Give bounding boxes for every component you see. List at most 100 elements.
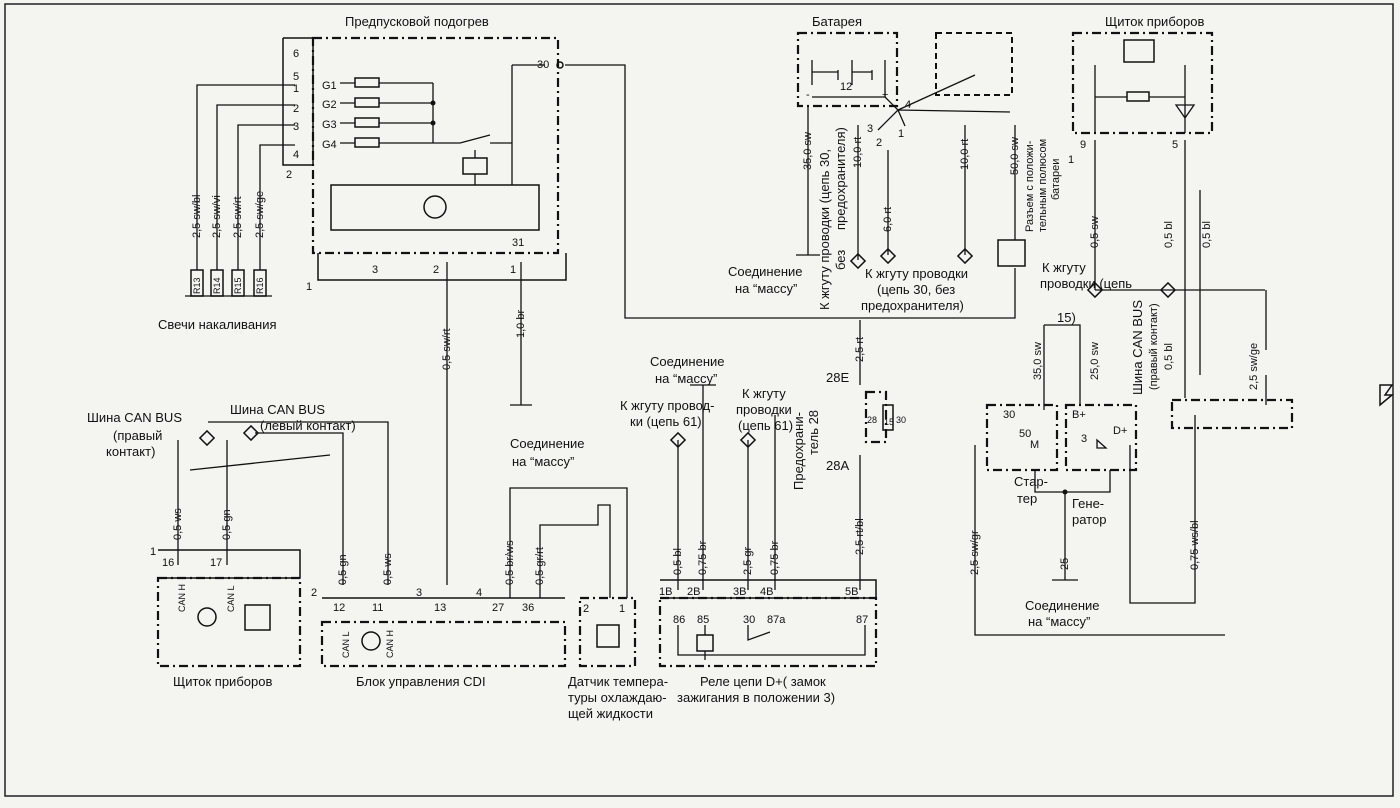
relay-box [658,596,878,668]
wire-label: 0,5 bl [1201,221,1213,248]
wire-label: 0,5 bl [1163,221,1175,248]
harness-label: (цепь 30, без [877,282,955,297]
starter-pin: 30 [1003,409,1015,421]
cdi-pin: 13 [434,602,446,614]
wire-label: 25 [1059,558,1071,570]
glow-plug-label: R14 [212,277,222,294]
cdi-pin: 12 [333,602,345,614]
cdi-pin: 27 [492,602,504,614]
battery-box [796,31,899,108]
harness-label: К жгуту [1042,260,1086,275]
relay-connector: 5B [845,586,858,598]
wire-label: 0,5 sw/rt [441,328,453,370]
connector-label: Разъем с положи- [1024,140,1036,232]
battery-title: Батарея [812,14,862,29]
cluster-connector [1170,398,1294,430]
wire-label: 0,5 bl [1163,343,1175,370]
cluster-pin: 5 [1172,139,1178,151]
harness-label: К жгуту [742,386,786,401]
cluster-top-title: Щиток приборов [1105,14,1204,29]
harness-label: предохранителя) [861,298,964,313]
cluster-pin: 17 [210,557,222,569]
preheat-pin: 5 [293,71,299,83]
harness-label: 15) [1057,310,1076,325]
thermistor-icon [596,624,620,648]
resistor [354,77,380,88]
arrow-right-icon [1379,384,1395,407]
can-label: (правый контакт) [1148,303,1160,390]
ground-label: Соединение [1025,598,1100,613]
connector-diamond [1159,281,1177,299]
harness-label: проводки [736,402,792,417]
wire-label: 0,5 gn [337,554,349,585]
starter-alternator: 35,0 sw 25,0 sw 30 50 M B+ 3 D+ Стар- те… [969,324,1294,636]
relay-coil [696,634,714,652]
preheat-box-label: 1 [306,281,312,293]
preheat-pin: 1 [293,83,299,95]
connector-diamond [879,247,897,265]
preheat-title: Предпусковой подогрев [345,14,489,29]
fuse-label: 28A [826,458,849,473]
fuse-box [864,390,888,444]
harness-label: К жгуту проводки (цепь 30, [817,149,832,310]
can-label: Шина CAN BUS [1130,300,1145,395]
battery-connector [997,239,1026,267]
preheat-wire-30 [565,64,1016,319]
preheat-pin: 6 [293,48,299,60]
pin-31: 31 [512,237,524,249]
harness-label: без [833,250,848,270]
relay-pin: 85 [697,614,709,626]
wire-label: 25,0 sw [1089,342,1101,380]
ground-label: Соединение [728,264,803,279]
fuse-caption: Предохрани- [791,412,806,490]
ground-label: на “массу” [512,454,574,469]
connector-diamond [669,431,687,449]
connector-diamond [242,424,260,442]
relay-pin: 30 [743,614,755,626]
wire-label: 0,5 ws [382,553,394,585]
relay-connector: 1B [659,586,672,598]
relay-connector: 4B [760,586,773,598]
connector-diamond [198,429,216,447]
glow-bus [340,82,460,144]
wire-label: 0,75 ws/bl [1189,520,1201,570]
wire-label: 2,5 sw/ge [1248,343,1260,390]
battery-plus: + [882,89,888,101]
can-pin-label: CAN L [226,585,236,612]
can-label: (левый контакт) [260,418,356,433]
cluster-bottom-box [156,576,302,668]
cdi-title: Блок управления CDI [356,674,486,689]
cluster-top-box [1071,31,1214,135]
ground-label: на “массу” [655,371,717,386]
wire-label: 0,75 br [769,540,781,575]
temp-label: туры охлаждаю- [568,690,667,705]
preheat-pin: 4 [293,149,299,161]
fuse-number: 30 [896,415,906,425]
wire-label: 2,5 sw/gr [969,530,981,575]
relay-connector: 3B [733,586,746,598]
wire-label: 0,75 br [697,540,709,575]
cdi-connector: 2 [311,587,317,599]
starter-label: тер [1017,491,1037,506]
cdi-pin: 11 [372,602,383,614]
preheat-unit: Предпусковой подогрев 6 5 1 2 3 4 2 G1 G… [282,14,1016,319]
can-label: контакт) [106,444,155,459]
preheat-pin: 3 [293,121,299,133]
harness-label: предохранителя) [833,127,848,230]
glow-wire-label: 2,5 sw/vi [211,195,223,238]
wire-label: 0,5 gr/rt [534,547,546,585]
connector-diamond [1086,281,1104,299]
relay-coil [462,157,488,175]
preheat-pin: 2 [286,169,292,181]
page-frame [4,3,1394,797]
cdi-connector: 4 [476,587,482,599]
fuse-number: 28 [867,415,877,425]
fuse-28: 2,5 rt 2,5 rt/bl 28E 28 15 30 28A Предох… [791,320,906,590]
preheat-down-wires: 0,5 sw/rt 1,0 br Соединение на “массу” [441,262,585,585]
can-pin-label: CAN H [177,584,187,612]
wire-label: 0,5 ws [172,508,184,540]
starter-box [985,403,1059,472]
glow-plug-label: R16 [255,277,265,294]
pin-30: 30 [537,59,549,71]
